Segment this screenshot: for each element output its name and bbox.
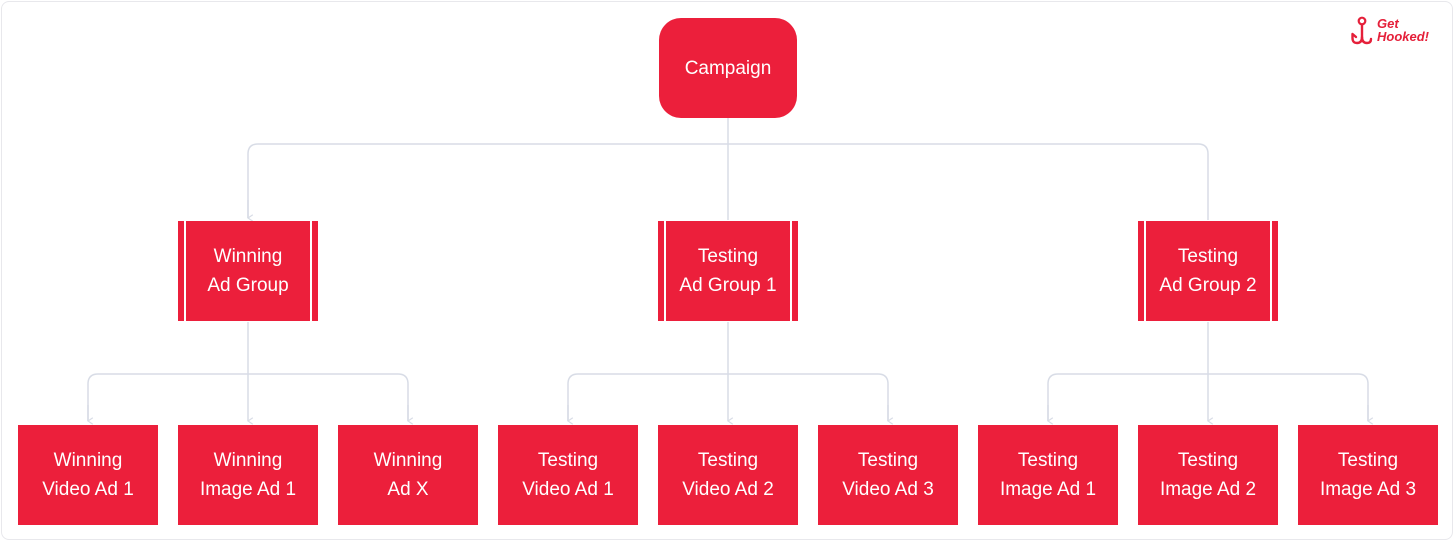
ad-label-line1: Winning <box>373 450 443 471</box>
ad-label-line1: Testing <box>1337 450 1399 471</box>
connector-bus-group-3 <box>1047 373 1369 421</box>
group-label-line2: Ad Group <box>207 275 289 296</box>
ad-group-node-testing-1: Testing Ad Group 1 <box>658 221 798 321</box>
ad-label-line1: Testing <box>1017 450 1079 471</box>
ad-label-line2: Image Ad 1 <box>199 479 297 500</box>
group-label-line2: Ad Group 1 <box>679 275 777 296</box>
ad-label-line2: Image Ad 1 <box>999 479 1097 500</box>
ad-label-line1: Testing <box>857 450 919 471</box>
ad-label-line1: Testing <box>697 450 759 471</box>
ad-label-line1: Testing <box>537 450 599 471</box>
group-label-line1: Testing <box>697 246 759 267</box>
connector-bus-top <box>247 143 1209 220</box>
campaign-node: Campaign <box>659 18 797 118</box>
campaign-label: Campaign <box>684 57 772 79</box>
connector-bus-group-2 <box>567 373 889 421</box>
get-hooked-logo: Get Hooked! <box>1350 16 1442 46</box>
ad-node: Winning Ad X <box>338 425 478 525</box>
ad-label-line2: Video Ad 3 <box>842 479 934 500</box>
ad-label-line2: Video Ad 1 <box>522 479 614 500</box>
ad-group-node-testing-2: Testing Ad Group 2 <box>1138 221 1278 321</box>
ad-group-node-winning: Winning Ad Group <box>178 221 318 321</box>
ad-label-line2: Ad X <box>387 479 429 500</box>
ad-label-line2: Video Ad 2 <box>682 479 774 500</box>
ad-label-line2: Image Ad 2 <box>1159 479 1257 500</box>
ad-label-line2: Image Ad 3 <box>1319 479 1417 500</box>
ad-label-line1: Winning <box>53 450 123 471</box>
group-label-line1: Testing <box>1177 246 1239 267</box>
ad-label-line1: Winning <box>213 450 283 471</box>
connector-bus-group-1 <box>87 373 409 421</box>
brand-line1: Get <box>1377 16 1399 31</box>
ad-label-line2: Video Ad 1 <box>42 479 134 500</box>
group-label-line1: Winning <box>213 246 283 267</box>
group-label-line2: Ad Group 2 <box>1159 275 1257 296</box>
hook-icon <box>1351 16 1373 45</box>
brand-line2: Hooked! <box>1377 29 1429 44</box>
ad-label-line1: Testing <box>1177 450 1239 471</box>
